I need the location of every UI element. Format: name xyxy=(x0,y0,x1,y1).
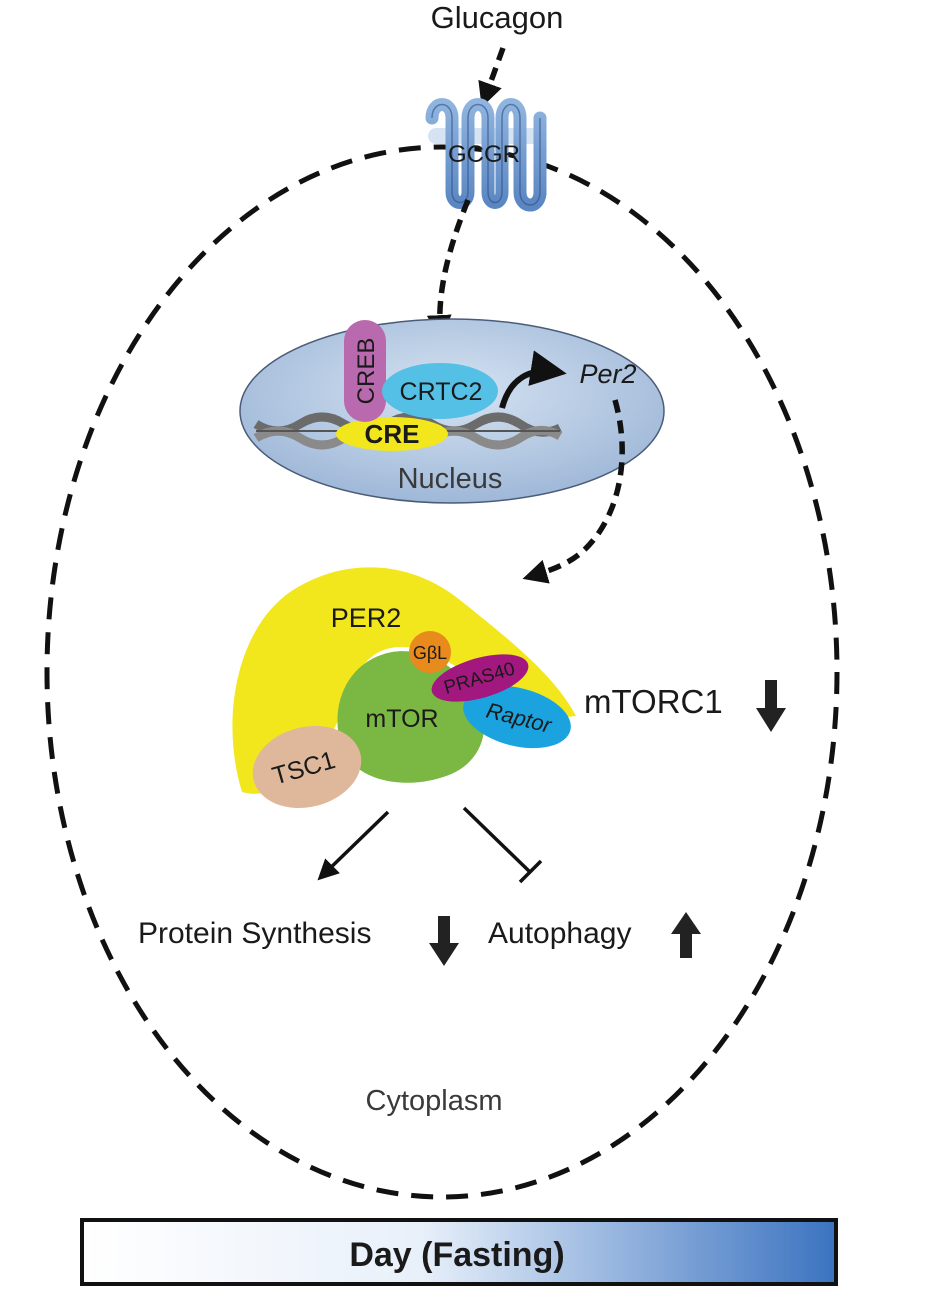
crtc2-protein xyxy=(382,363,498,419)
arrow-down-icon xyxy=(756,680,786,732)
protein-synthesis-label: Protein Synthesis xyxy=(138,917,371,950)
cre-label: CRE xyxy=(365,419,420,449)
banner-label: Day (Fasting) xyxy=(349,1236,564,1274)
crtc2-label: CRTC2 xyxy=(400,378,483,406)
per2-protein-label: PER2 xyxy=(331,603,402,633)
mtor-label: mTOR xyxy=(365,705,438,733)
pras40-protein xyxy=(431,654,529,702)
creb-label: CREB xyxy=(353,338,380,405)
glucagon-label: Glucagon xyxy=(431,0,564,35)
arrow-down-icon xyxy=(429,916,459,966)
glucagon-to-receptor-arrow xyxy=(478,47,506,108)
nucleus-label: Nucleus xyxy=(398,463,503,495)
inhibition-arrow xyxy=(462,806,543,884)
per2-gene-label: Per2 xyxy=(579,359,636,389)
transcription-arrow xyxy=(499,350,567,409)
cytoplasm-label: Cytoplasm xyxy=(366,1085,503,1117)
gcgr-label: GCGR xyxy=(448,141,520,168)
arrow-up-icon xyxy=(671,912,701,958)
day-fasting-banner xyxy=(80,1218,838,1286)
per2-to-complex-arrow xyxy=(522,399,625,584)
tsc1-protein xyxy=(252,725,362,809)
creb-protein xyxy=(344,320,386,422)
gbl-protein xyxy=(409,631,451,673)
mtorc1-label: mTORC1 xyxy=(584,683,723,720)
cre-element xyxy=(336,417,448,451)
activation-arrow xyxy=(317,810,390,881)
receptor-to-crtc2-arrow xyxy=(426,198,471,340)
gcgr-receptor-icon xyxy=(425,98,547,212)
autophagy-label: Autophagy xyxy=(488,917,631,950)
raptor-protein xyxy=(463,685,571,749)
gbl-label: GβL xyxy=(413,643,447,663)
cell-membrane xyxy=(44,144,840,1200)
